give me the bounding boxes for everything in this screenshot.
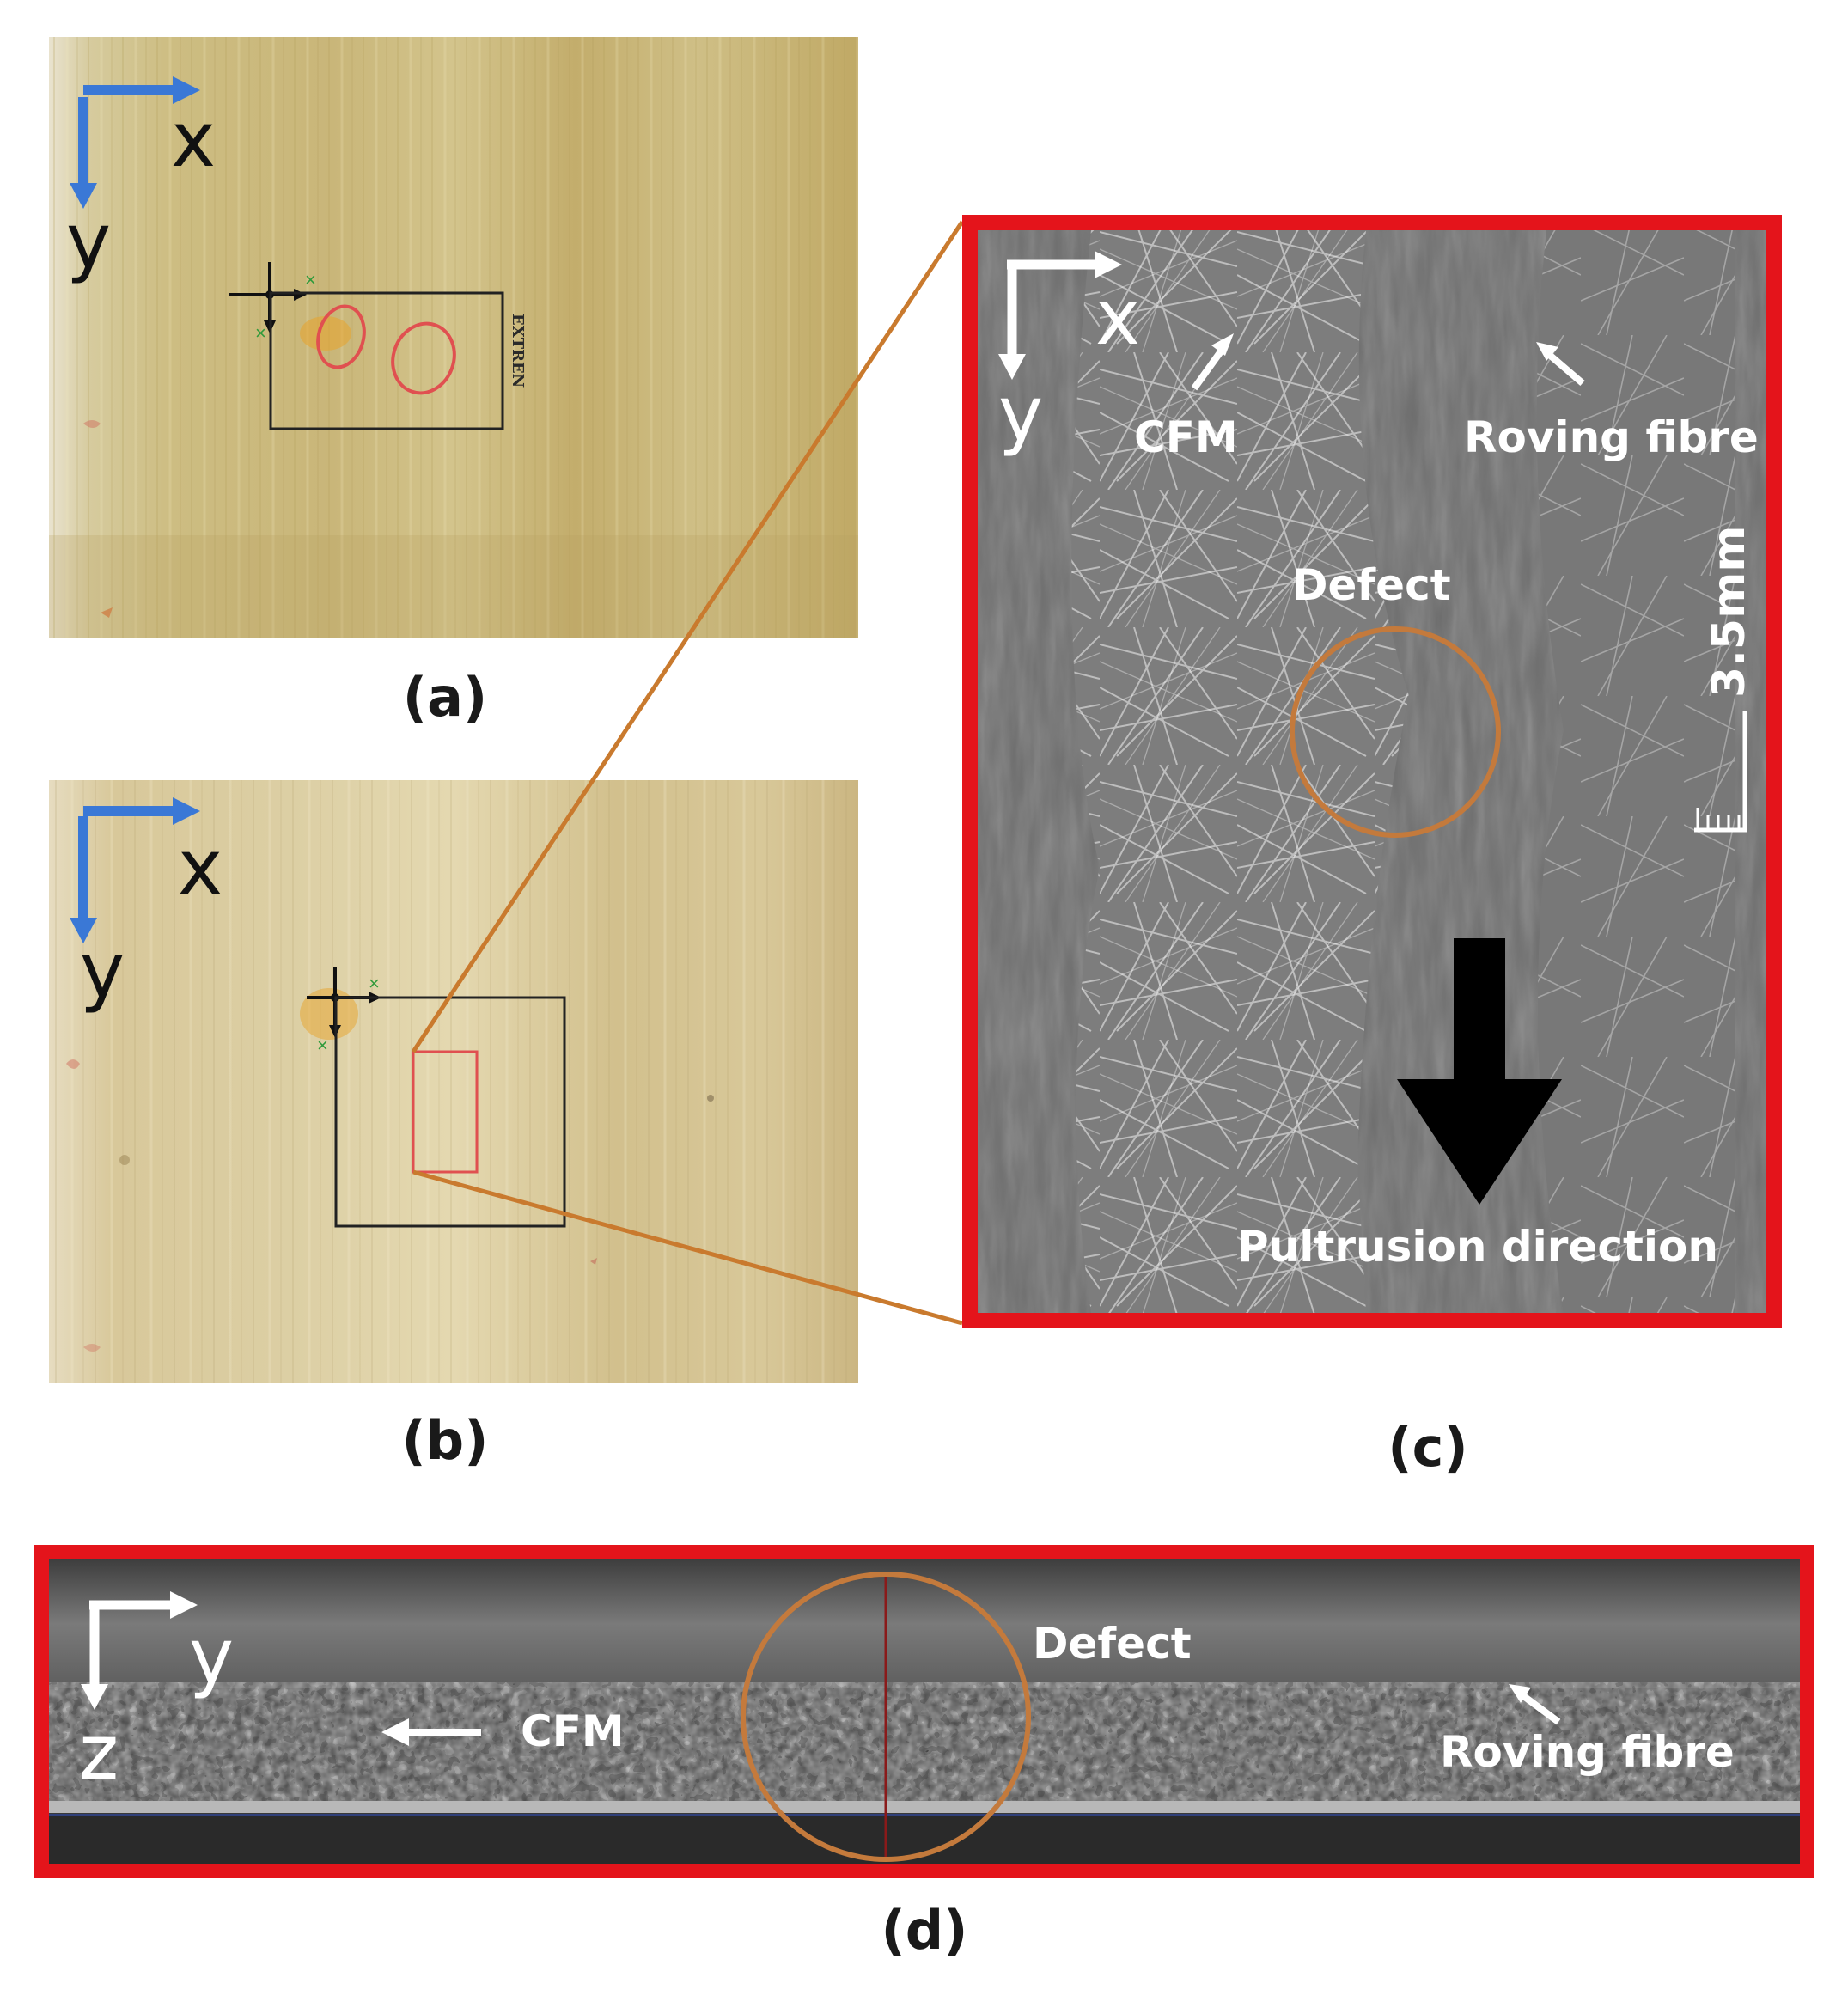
panel-c-axis-y: y	[998, 369, 1043, 458]
svg-text:×: ×	[317, 1035, 328, 1056]
panel-a-marked-region-1	[316, 304, 366, 369]
panel-d-axis-z: z	[79, 1708, 119, 1797]
panel-c-svg: x y CFM Roving fibre Defect 3.5mm Pultru…	[962, 215, 1782, 1328]
panel-b-axis-y: y	[80, 926, 125, 1015]
panel-d-caption: (d)	[881, 1899, 968, 1962]
svg-text:×: ×	[369, 973, 380, 994]
panel-c-axes: x y	[998, 251, 1140, 458]
panel-a-photo: x y × × EXTREN	[49, 37, 858, 638]
panel-b-caption: (b)	[401, 1409, 489, 1472]
panel-a-axis-x: x	[171, 95, 216, 184]
panel-a-stamp: EXTREN	[509, 314, 527, 388]
panel-b-svg: x y × ×	[49, 780, 858, 1383]
panel-a-caption: (a)	[402, 666, 488, 729]
panel-c-caption: (c)	[1388, 1416, 1468, 1479]
panel-c-ct-scan: x y CFM Roving fibre Defect 3.5mm Pultru…	[962, 215, 1782, 1328]
panel-d-label-defect: Defect	[1033, 1619, 1192, 1669]
panel-d-defect-circle	[741, 1572, 1031, 1862]
panel-d-ct-section: y z CFM Defect Roving fibre	[34, 1545, 1814, 1878]
panel-b-axis-x: x	[178, 823, 223, 912]
panel-c-scale-bar: 3.5mm	[1694, 526, 1755, 833]
svg-text:×: ×	[305, 269, 316, 290]
svg-text:×: ×	[255, 322, 266, 344]
panel-c-pultrusion-arrow	[1397, 938, 1562, 1205]
panel-a-axis-y: y	[66, 197, 111, 285]
panel-c-label-cfm: CFM	[1134, 412, 1238, 462]
panel-a-svg: x y × × EXTREN	[49, 37, 858, 638]
panel-c-scale-label: 3.5mm	[1704, 526, 1755, 698]
panel-b-photo: x y × ×	[49, 780, 858, 1383]
panel-a-axes: x y	[66, 76, 216, 285]
panel-c-axis-x: x	[1095, 273, 1140, 362]
panel-b-axes: x y	[70, 797, 223, 1015]
panel-d-label-cfm: CFM	[521, 1706, 625, 1756]
panel-d-svg: y z CFM Defect Roving fibre	[34, 1545, 1814, 1878]
panel-c-label-pultrusion: Pultrusion direction	[1237, 1222, 1718, 1272]
panel-d-label-roving: Roving fibre	[1440, 1727, 1735, 1777]
panel-d-axis-y: y	[189, 1612, 234, 1700]
panel-c-label-roving: Roving fibre	[1464, 412, 1759, 462]
panel-c-defect-circle	[1290, 626, 1501, 838]
panel-d-axes: y z	[79, 1591, 234, 1797]
panel-c-label-defect: Defect	[1292, 560, 1451, 610]
